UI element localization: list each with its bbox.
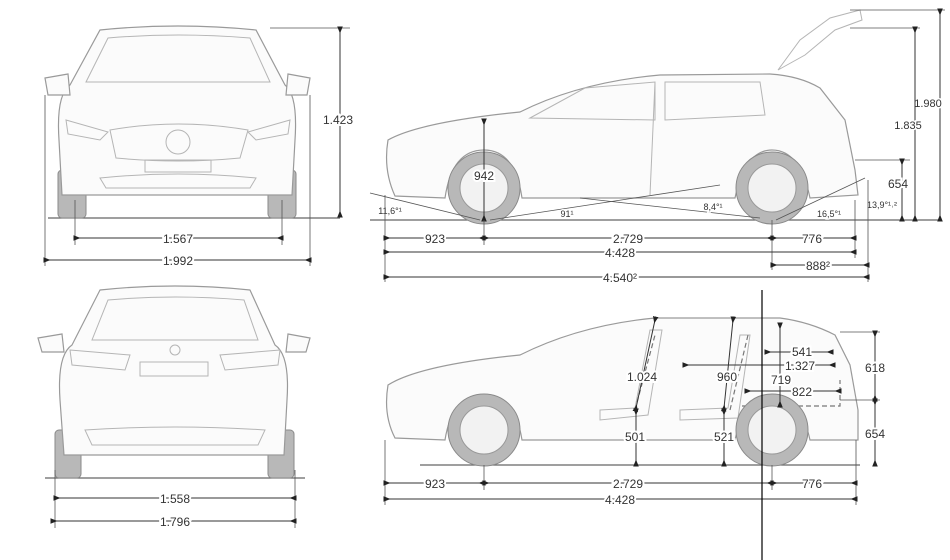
boot-height-label: 719 xyxy=(771,373,791,387)
boot-length-floor-label: 822 xyxy=(792,385,812,399)
interior-sill-height-label: 654 xyxy=(865,427,885,441)
ground-clearance-label: 91¹ xyxy=(560,209,573,219)
interior-wheelbase-label: 2.729 xyxy=(613,477,643,491)
rear-view: 1.558 1.796 xyxy=(37,285,311,531)
wheelbase-label: 2.729 xyxy=(613,232,643,246)
departure-angle-2-label: 13,9°¹˒² xyxy=(867,200,897,210)
front-view: 1.423 1.567 1.992 xyxy=(43,25,355,270)
approach-angle-label: 11,6°¹ xyxy=(378,206,401,216)
brand-logo xyxy=(165,129,191,155)
length-hitch-label: 4.540² xyxy=(603,271,637,285)
wheel-height-label: 942 xyxy=(474,169,494,183)
front-height-label: 1.423 xyxy=(323,113,353,127)
interior-length-label: 4.428 xyxy=(605,493,635,507)
departure-angle-label: 16,5°¹ xyxy=(817,209,841,219)
rear-overhang-hitch-label: 888² xyxy=(806,259,830,273)
opening-height-label: 618 xyxy=(865,361,885,375)
boot-length-folded-label: 1.327 xyxy=(785,359,815,373)
rear-width-label: 1.796 xyxy=(160,515,190,529)
front-seat-height-label: 501 xyxy=(625,430,645,444)
front-body xyxy=(57,25,297,196)
rear-seat-height-label: 521 xyxy=(714,430,734,444)
interior-front-overhang-label: 923 xyxy=(425,477,445,491)
front-headroom-label: 1.024 xyxy=(627,370,657,384)
interior-rear-overhang-label: 776 xyxy=(802,477,822,491)
open-tailgate xyxy=(777,9,863,71)
rear-body xyxy=(58,285,289,456)
right-mirror xyxy=(285,73,311,96)
boot-length-top-label: 541 xyxy=(792,345,812,359)
tailgate-height-label: 1.835 xyxy=(894,120,922,132)
front-track-label: 1.567 xyxy=(163,232,193,246)
rear-headroom-label: 960 xyxy=(717,370,737,384)
sill-height-label: 654 xyxy=(888,177,908,191)
rear-overhang-label: 776 xyxy=(802,232,822,246)
rear-track-label: 1.558 xyxy=(160,492,190,506)
ramp-angle-label: 8,4°¹ xyxy=(703,202,722,212)
left-mirror xyxy=(44,73,71,96)
side-view: 1.980 1.835 654 942 11,6°¹ 91¹ 8,4°¹ 16,… xyxy=(369,8,945,287)
interior-view: 1.024 960 719 541 1.327 822 618 654 501 … xyxy=(383,315,887,509)
length-label: 4.428 xyxy=(605,246,635,260)
front-overhang-label: 923 xyxy=(425,232,445,246)
open-height-label: 1.980 xyxy=(914,98,942,110)
front-width-label: 1.992 xyxy=(163,254,193,268)
